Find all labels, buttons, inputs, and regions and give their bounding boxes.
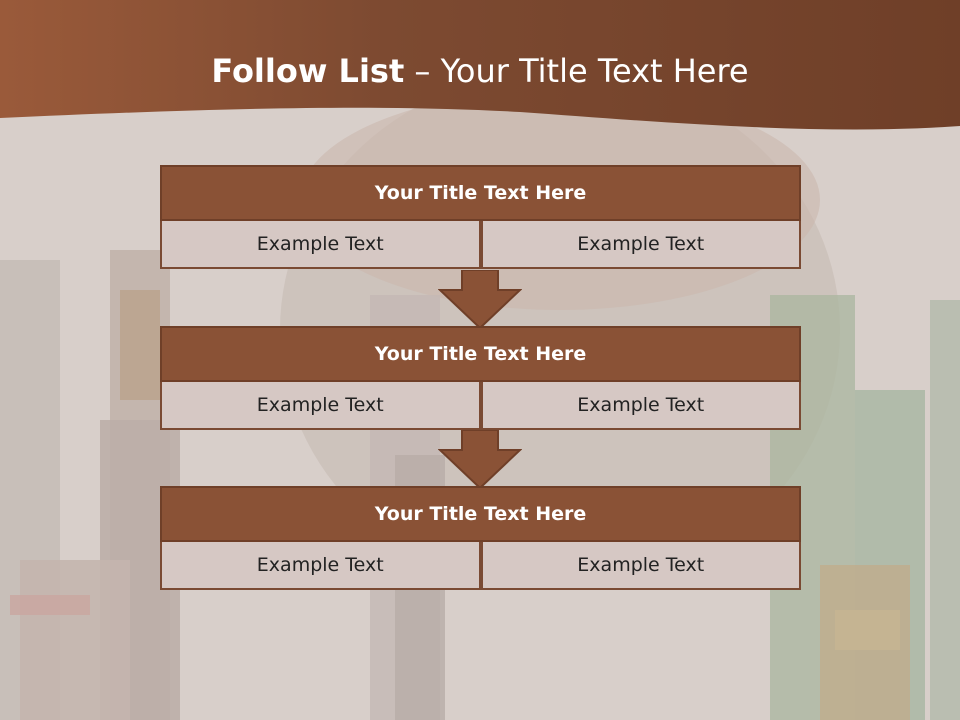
list-block-1: Your Title Text Here Example Text Exampl… — [160, 165, 801, 269]
block-title: Your Title Text Here — [160, 165, 801, 221]
page-title: Follow List – Your Title Text Here — [0, 52, 960, 90]
block-cell-left: Example Text — [160, 542, 481, 590]
block-row: Example Text Example Text — [160, 382, 801, 430]
block-row: Example Text Example Text — [160, 542, 801, 590]
list-block-2: Your Title Text Here Example Text Exampl… — [160, 326, 801, 430]
list-block-3: Your Title Text Here Example Text Exampl… — [160, 486, 801, 590]
block-cell-right: Example Text — [480, 382, 801, 430]
block-cell-left: Example Text — [160, 382, 481, 430]
header-band — [0, 0, 960, 130]
down-arrow-icon — [438, 270, 522, 330]
down-arrow-icon — [438, 430, 522, 490]
block-cell-right: Example Text — [480, 221, 801, 269]
block-cell-left: Example Text — [160, 221, 481, 269]
title-subtitle: Your Title Text Here — [440, 52, 749, 90]
title-separator: – — [404, 52, 441, 90]
block-row: Example Text Example Text — [160, 221, 801, 269]
title-main: Follow List — [211, 52, 405, 90]
block-title: Your Title Text Here — [160, 326, 801, 382]
block-cell-right: Example Text — [480, 542, 801, 590]
block-title: Your Title Text Here — [160, 486, 801, 542]
